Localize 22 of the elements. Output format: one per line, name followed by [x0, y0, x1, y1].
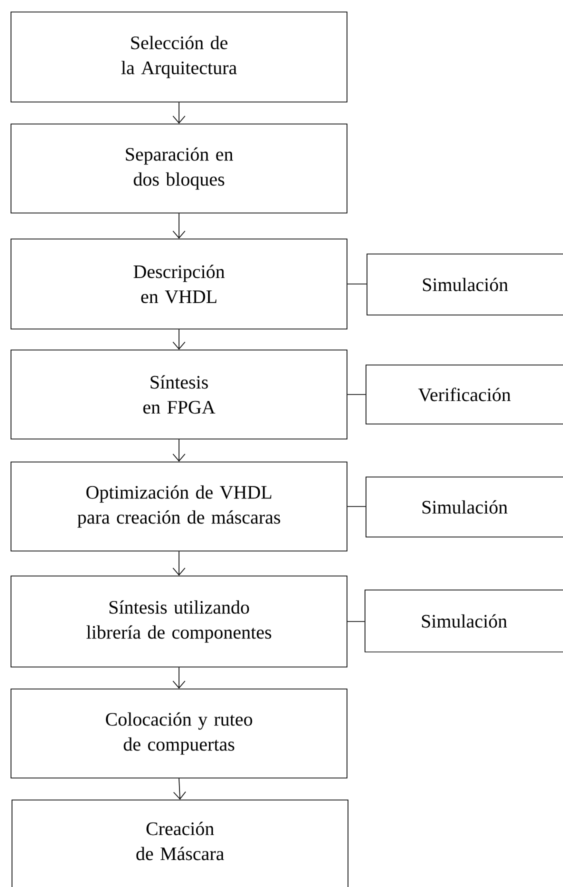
process-box: Síntesis utilizando librería de componentes — [10, 576, 348, 668]
process-box: Optimización de VHDL para creación de máscaras — [10, 462, 348, 552]
arrow — [172, 213, 186, 239]
check-box: Simulación — [364, 590, 563, 652]
arrow — [172, 551, 186, 576]
arrow — [173, 778, 186, 800]
arrow — [172, 102, 186, 124]
check-box: Simulación — [366, 476, 563, 538]
connector-line — [347, 506, 366, 507]
connector-line — [347, 394, 366, 395]
process-box: Selección de la Arquitectura — [10, 12, 348, 102]
check-box: Simulación — [366, 254, 563, 316]
process-box: Creación de Máscara — [12, 800, 348, 887]
arrow — [172, 667, 186, 689]
arrow — [172, 329, 186, 350]
process-box: Síntesis en FPGA — [10, 350, 348, 440]
process-box: Descripción en VHDL — [10, 238, 348, 330]
arrow — [172, 439, 186, 462]
connector-line — [347, 621, 365, 622]
process-box: Colocación y ruteo de compuertas — [10, 688, 348, 778]
process-box: Separación en dos bloques — [10, 124, 348, 214]
check-box: Verificación — [366, 364, 563, 424]
